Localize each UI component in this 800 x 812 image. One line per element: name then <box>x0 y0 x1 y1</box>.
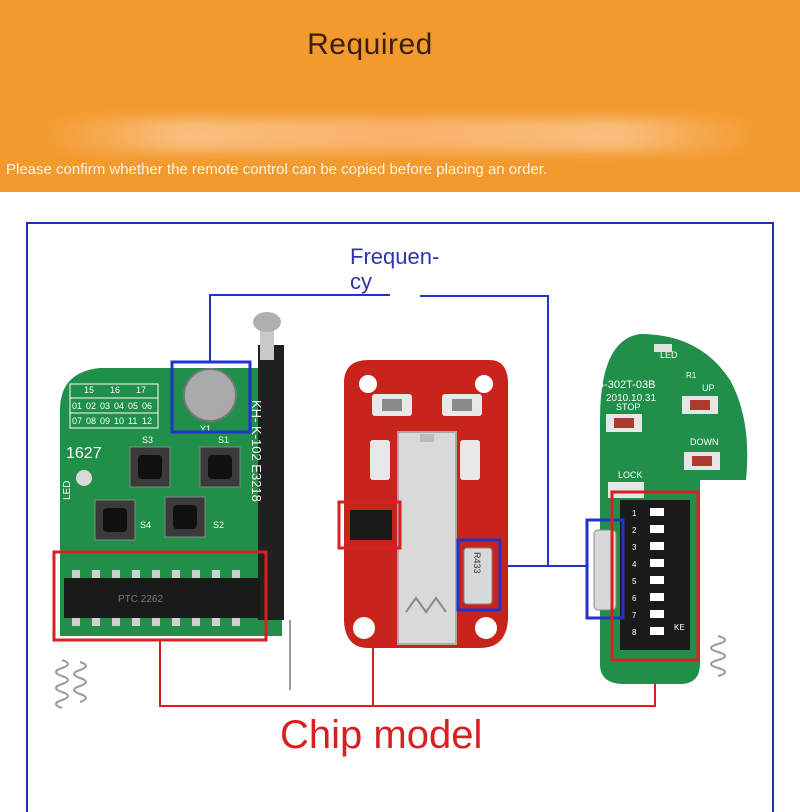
chip-pins <box>72 570 240 626</box>
silk-r1: R1 <box>686 371 697 380</box>
dip-levers <box>650 508 664 635</box>
button-s1-cap <box>208 455 232 479</box>
frequency-highlight-box <box>456 538 502 612</box>
dip-number: 4 <box>632 560 637 569</box>
board-left: KH- K-102 E3218 Y1 15 16 17 01 02 03 04 … <box>52 312 291 709</box>
header-banner: Required Please confirm whether the remo… <box>0 0 800 192</box>
button-down-cap <box>692 456 712 466</box>
silk-627: 1627 <box>66 445 102 462</box>
grid-cell: 17 <box>136 385 146 395</box>
silk-lock: LOCK <box>618 470 643 480</box>
frequency-highlight-box <box>585 518 625 620</box>
dip-number: 6 <box>632 594 637 603</box>
button-up-cap <box>690 400 710 410</box>
silk-s1: S1 <box>218 435 229 445</box>
silk-led: LED <box>62 481 73 500</box>
dip-brand: KE <box>674 623 685 632</box>
grid-cell: 03 <box>100 401 110 411</box>
chip-model-label: Chip model <box>280 713 483 757</box>
silk-s3: S3 <box>142 435 153 445</box>
board-date: 2010.10.31 <box>606 393 656 404</box>
grid-cell: 12 <box>142 416 152 426</box>
saw-resonator <box>463 547 493 605</box>
grid-cell: 08 <box>86 416 96 426</box>
led-icon <box>76 470 92 486</box>
silk-y1: Y1 <box>200 424 211 434</box>
grid-cell: 07 <box>72 416 82 426</box>
board-right: JG-302T-03B 2010.10.31 LED R1 STOP UP DO… <box>585 334 748 684</box>
board-middle: R433 <box>337 360 508 648</box>
resonator-marking: R433 <box>472 552 482 574</box>
chip-highlight-box <box>52 550 268 642</box>
dip-number: 5 <box>632 577 637 586</box>
banner-title: Required <box>307 28 433 61</box>
board-model: JG-302T-03B <box>590 379 655 391</box>
button-s4-cap <box>103 508 127 532</box>
grid-cell: 10 <box>114 416 124 426</box>
grid-cell: 15 <box>84 385 94 395</box>
battery-spring <box>405 596 447 614</box>
antenna-tip <box>253 312 281 332</box>
grid-cell: 09 <box>100 416 110 426</box>
chip-highlight-box <box>337 500 402 550</box>
dip-number: 8 <box>632 628 637 637</box>
silk-s4: S4 <box>140 520 151 530</box>
button-s3-cap <box>138 455 162 479</box>
button-top-left-cap <box>382 399 402 411</box>
button-s2-cap <box>173 505 197 529</box>
antenna-coil <box>258 345 284 620</box>
mount-hole <box>353 617 375 639</box>
crystal-can <box>183 368 237 422</box>
silk-s2: S2 <box>213 520 224 530</box>
antenna-label: KH- K-102 E3218 <box>249 400 264 502</box>
silk-led: LED <box>660 350 678 360</box>
silk-up: UP <box>702 383 715 393</box>
button-lock <box>608 482 644 498</box>
chip-marking: PTC 2262 <box>118 594 163 605</box>
frequency-label-line2: cy <box>350 269 372 294</box>
dip-number: 2 <box>632 526 637 535</box>
spring-left <box>55 620 291 709</box>
grid-cell: 05 <box>128 401 138 411</box>
silk-stop: STOP <box>616 402 640 412</box>
grid-cell: 16 <box>110 385 120 395</box>
dip-number: 7 <box>632 611 637 620</box>
dip-number: 3 <box>632 543 637 552</box>
chip-highlight-box <box>610 490 700 662</box>
mount-hole <box>359 375 377 393</box>
button-top-right-cap <box>452 399 472 411</box>
button-side-right <box>460 440 480 480</box>
grid-cell: 04 <box>114 401 124 411</box>
mount-hole <box>475 617 497 639</box>
battery-contact <box>420 434 434 442</box>
silk-down: DOWN <box>690 437 719 447</box>
grid-cell: 06 <box>142 401 152 411</box>
frequency-label-line1: Frequen- <box>350 244 440 269</box>
tact-buttons <box>94 446 241 541</box>
diagram-frame <box>26 222 774 812</box>
dip-number: 1 <box>632 509 637 518</box>
frequency-label: Frequen- cy <box>350 244 470 294</box>
jumper-grid: 15 16 17 01 02 03 04 05 06 07 08 09 10 1… <box>69 383 159 429</box>
banner-notice: Please confirm whether the remote contro… <box>6 161 548 178</box>
frequency-highlight-box <box>170 360 252 434</box>
led-icon <box>654 344 672 352</box>
grid-cell: 11 <box>128 416 137 426</box>
mount-hole <box>475 375 493 393</box>
banner-glow <box>40 118 760 152</box>
grid-cell: 02 <box>86 401 96 411</box>
encoder-chip <box>64 578 260 618</box>
grid-cell: 01 <box>72 401 82 411</box>
decoder-chip <box>350 510 392 540</box>
spring-right <box>710 635 726 677</box>
button-side-left <box>370 440 390 480</box>
button-stop-cap <box>614 418 634 428</box>
